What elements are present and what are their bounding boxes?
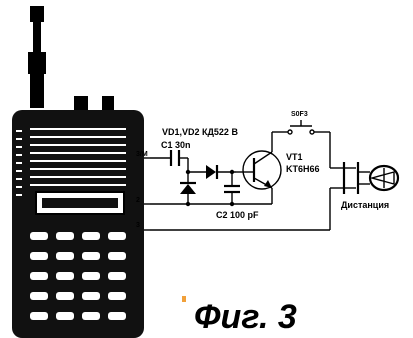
key xyxy=(82,312,100,320)
key xyxy=(82,272,100,280)
label-vd1-vd2: VD1,VD2 КД522 В xyxy=(162,127,238,137)
label-c1: C1 30n xyxy=(161,140,191,150)
key xyxy=(30,272,48,280)
radio-connector: 3/M 2 3 xyxy=(136,151,150,231)
pin-3m-label: 3/M xyxy=(136,151,148,158)
switch-s1 xyxy=(287,120,315,135)
junction-dots xyxy=(185,169,235,207)
transistor-vt1 xyxy=(242,150,282,190)
key xyxy=(82,292,100,300)
key xyxy=(30,232,48,240)
keypad xyxy=(30,232,126,320)
key xyxy=(108,292,126,300)
label-vt1: VT1 xyxy=(286,152,303,162)
capacitor-c2 xyxy=(224,184,240,194)
key xyxy=(108,232,126,240)
diode-vd2 xyxy=(206,165,219,179)
pin-2-label: 2 xyxy=(136,197,140,204)
key xyxy=(108,272,126,280)
key xyxy=(108,252,126,260)
key xyxy=(56,312,74,320)
label-vt1-type: KT6H66 xyxy=(286,164,320,174)
key xyxy=(30,312,48,320)
key xyxy=(108,312,126,320)
pin-3-label: 3 xyxy=(136,222,140,229)
headphone-plug xyxy=(342,162,400,194)
key xyxy=(56,292,74,300)
label-headphones: Дистанция xyxy=(341,200,389,210)
label-c2: C2 100 pF xyxy=(216,210,259,220)
speaker-grille xyxy=(30,128,126,186)
antenna xyxy=(30,6,44,22)
key xyxy=(30,252,48,260)
key xyxy=(56,272,74,280)
decorative-mark xyxy=(182,296,186,302)
diode-vd1 xyxy=(180,181,196,194)
figure-caption: Фиг. 3 xyxy=(194,298,297,336)
label-s1: S0F3 xyxy=(291,111,308,118)
key xyxy=(56,232,74,240)
key xyxy=(82,252,100,260)
radio-body xyxy=(12,110,144,338)
capacitor-c1 xyxy=(169,150,181,166)
key xyxy=(30,292,48,300)
circuit-wires xyxy=(150,131,344,231)
key xyxy=(56,252,74,260)
side-grip-texture xyxy=(16,130,22,196)
radio-handset xyxy=(12,6,144,338)
key xyxy=(82,232,100,240)
